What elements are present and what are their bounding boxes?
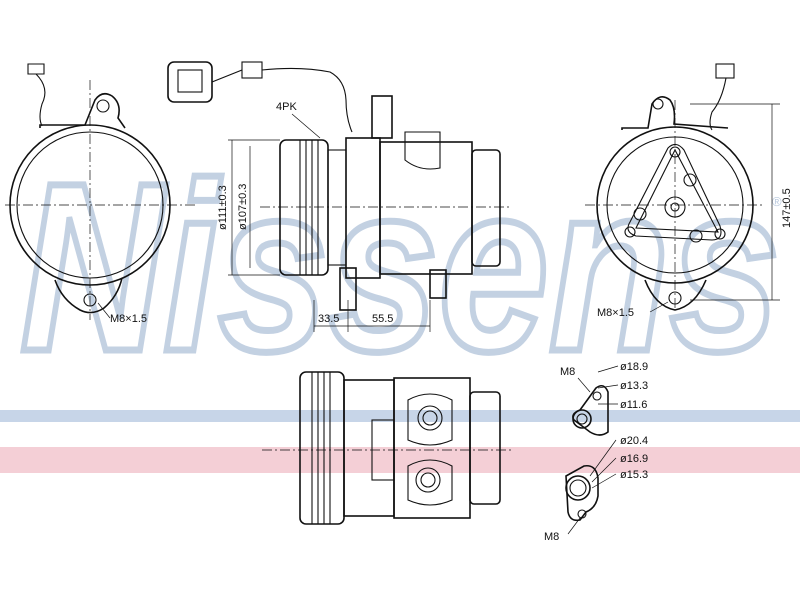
watermark-band-blue — [0, 410, 800, 422]
lower-thread-label: M8 — [544, 531, 559, 543]
height-label: 147±0.5 — [781, 188, 793, 228]
lower-d1-label: ø20.4 — [620, 435, 648, 447]
dia-inner-label: ø107±0.3 — [237, 184, 249, 230]
upper-d1-label: ø18.9 — [620, 361, 648, 373]
upper-d2-label: ø13.3 — [620, 380, 648, 392]
upper-d3-label: ø11.6 — [620, 399, 647, 411]
right-thread-label: M8×1.5 — [597, 307, 634, 319]
dim-b-label: 55.5 — [372, 313, 393, 325]
fitting-detail-lower: ø20.4 ø16.9 ø15.3 M8 — [544, 435, 648, 543]
upper-thread-label: M8 — [560, 366, 575, 378]
lower-d2-label: ø16.9 — [620, 453, 648, 465]
center-side-view: 4PK ø111±0.3 ø107±0.3 33.5 55.5 — [167, 61, 510, 332]
lower-d3-label: ø15.3 — [620, 469, 648, 481]
left-front-view: M8×1.5 — [5, 63, 195, 325]
watermark-band-pink — [0, 447, 800, 473]
bottom-view — [262, 371, 512, 525]
left-thread-label: M8×1.5 — [110, 313, 147, 325]
right-rear-view: 147±0.5 M8×1.5 — [585, 63, 793, 319]
watermark-logo: Nissens — [20, 133, 780, 401]
dia-outer-label: ø111±0.3 — [217, 185, 229, 230]
belt-label: 4PK — [276, 101, 297, 113]
fitting-detail-upper: M8 ø18.9 ø13.3 ø11.6 — [560, 361, 648, 436]
watermark-registered-mark: ® — [772, 194, 782, 209]
dim-a-label: 33.5 — [318, 313, 339, 325]
